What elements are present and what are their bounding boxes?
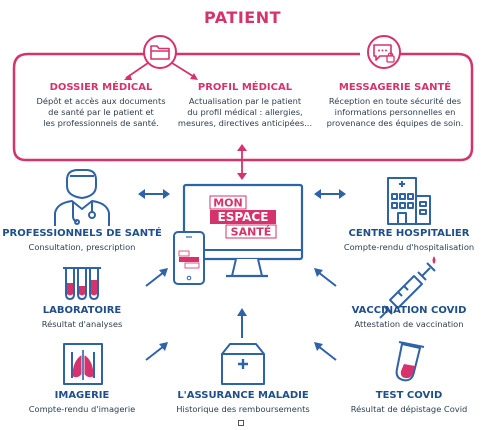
mon-espace-sante-logo: MON ESPACE SANTÉ [209,195,277,239]
phone-icon [173,231,205,285]
covid-desc: Résultat de dépistage Covid [350,404,468,414]
dossier-medical-desc: Dépôt et accès aux documents de santé pa… [36,96,166,128]
labo-desc: Résultat d'analyses [41,319,123,329]
hopital-desc: Compte-rendu d'hospitalisation [343,242,475,252]
dossier-medical-title: DOSSIER MÉDICAL [49,82,153,93]
pros-title: PROFESSIONNELS DE SANTÉ [2,228,162,239]
pros-desc: Consultation, prescription [28,242,136,252]
labo-title: LABORATOIRE [42,305,122,316]
blue-arrows [138,189,346,361]
imagerie-desc: Compte-rendu d'imagerie [28,404,136,414]
assurance-title: L'ASSURANCE MALADIE [177,390,309,401]
covid-title: TEST COVID [375,390,443,401]
logo-line-1: MON [213,197,243,210]
syringe-icon [379,256,436,319]
doctor-icon [54,169,110,226]
patient-frame [12,52,474,162]
xray-icon [63,343,103,385]
hopital-title: CENTRE HOSPITALIER [348,228,470,239]
imagerie-title: IMAGERIE [54,390,110,401]
profil-medical-desc: Actualisation par le patient du profil m… [177,96,313,128]
medical-box-icon [221,343,265,385]
bottom-marker [238,420,244,426]
vaccin-title: VACCINATION COVID [351,305,467,316]
folder-icon [143,35,177,69]
messagerie-sante-title: MESSAGERIE SANTÉ [338,82,452,93]
profil-medical-title: PROFIL MÉDICAL [197,82,293,93]
vaccin-desc: Attestation de vaccination [354,319,464,329]
assurance-desc: Historique des remboursements [176,404,310,414]
hospital-icon [387,177,431,225]
test-tubes-icon [63,267,101,300]
logo-line-3: SANTÉ [231,226,272,239]
pink-arrows [124,62,247,180]
message-icon [367,35,401,69]
patient-title: PATIENT [204,8,281,27]
messagerie-sante-desc: Réception en toute sécurité des informat… [326,96,464,128]
test-tube-icon [395,341,425,382]
logo-line-2: ESPACE [218,210,269,224]
